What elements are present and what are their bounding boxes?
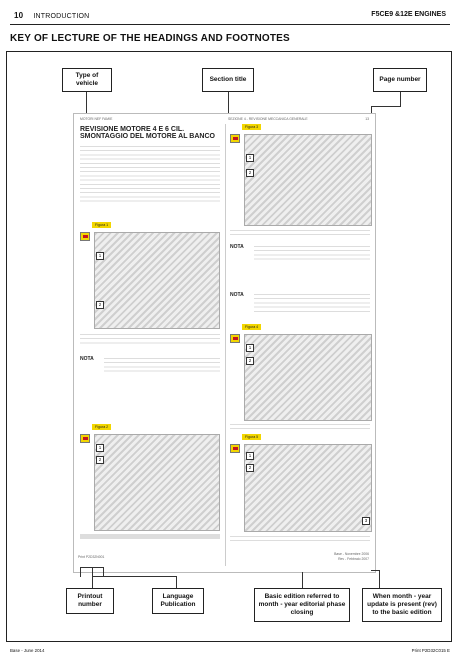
figure-1-tab: Figura 1 — [92, 222, 112, 228]
footer-left: Base - June 2014 — [10, 648, 45, 653]
engine-illustration — [244, 444, 372, 532]
page-title: KEY OF LECTURE OF THE HEADINGS AND FOOTN… — [10, 33, 290, 44]
label-3: 3 — [362, 517, 370, 525]
label-2: 2 — [246, 357, 254, 365]
leader-line — [371, 570, 380, 572]
figure-2-tab: Figura 2 — [92, 424, 112, 430]
leader-line — [371, 106, 401, 108]
leader-line — [400, 92, 402, 106]
nota-text — [104, 356, 220, 372]
label-1: 1 — [246, 154, 254, 162]
sample-vehicle: MOTORI NEF FAMIE — [80, 117, 113, 121]
leader-line — [103, 567, 105, 577]
sample-basic-edition: Base - Novembre 2006 — [334, 552, 369, 556]
nota-text — [254, 292, 370, 312]
caption-text — [230, 534, 370, 542]
figure-3-tab: Figura 3 — [242, 124, 262, 130]
sample-heading: REVISIONE MOTORE 4 E 6 CIL. SMONTAGGIO D… — [80, 126, 215, 141]
callout-language-publication: Language Publication — [152, 588, 204, 614]
leader-line — [80, 567, 82, 577]
header-section: INTRODUCTION — [33, 13, 90, 20]
leader-line — [86, 92, 88, 117]
footer-right: Print P2D32C015 E — [411, 648, 450, 653]
engine-illustration — [94, 232, 220, 329]
sample-page-number: 13 — [365, 117, 369, 121]
caption-text — [80, 332, 220, 344]
label-1: 1 — [246, 344, 254, 352]
diagram-frame — [6, 51, 452, 642]
caption-text — [80, 534, 220, 539]
label-1: 1 — [246, 452, 254, 460]
callout-section-title: Section title — [202, 68, 254, 92]
leader-line — [371, 106, 373, 117]
tool-icon — [80, 434, 90, 443]
callout-basic-edition: Basic edition referred to month - year e… — [254, 588, 350, 622]
label-2: 2 — [246, 169, 254, 177]
engine-illustration — [244, 134, 372, 226]
column-divider — [225, 124, 226, 566]
sample-revision: Rev - Febbraio 2007 — [338, 557, 369, 561]
label-2: 2 — [96, 456, 104, 464]
sample-printout: Print P2D32N001 — [78, 555, 105, 559]
nota-label: NOTA — [80, 356, 94, 362]
label-1: 1 — [96, 252, 104, 260]
tool-icon — [230, 334, 240, 343]
label-1: 1 — [96, 444, 104, 452]
caption-text — [230, 422, 370, 430]
leader-line — [228, 92, 230, 117]
sample-manual-page: MOTORI NEF FAMIE SEZIONE 4 - REVISIONE M… — [73, 113, 376, 573]
header-page-number: 10 — [14, 11, 24, 20]
callout-printout-number: Printout number — [66, 588, 114, 614]
nota-label: NOTA — [230, 244, 244, 250]
callout-page-number: Page number — [373, 68, 427, 92]
header-rule — [10, 24, 450, 25]
tool-icon — [230, 134, 240, 143]
nota-label: NOTA — [230, 292, 244, 298]
callout-revision-note: When month - year update is present (rev… — [362, 588, 442, 622]
nota-text — [254, 244, 370, 260]
leader-line — [92, 567, 94, 589]
figure-5-tab: Figura 5 — [242, 434, 262, 440]
tool-icon — [80, 232, 90, 241]
leader-line — [302, 572, 304, 589]
label-2: 2 — [96, 301, 104, 309]
tool-icon — [230, 444, 240, 453]
callout-type-of-vehicle: Type of vehicle — [62, 68, 112, 92]
header-left: 10 INTRODUCTION — [14, 11, 89, 20]
figure-4-tab: Figura 4 — [242, 324, 262, 330]
leader-line — [176, 576, 178, 589]
header-engine: F5CE9 &12E ENGINES — [371, 11, 446, 18]
body-text-block — [80, 144, 220, 204]
leader-line — [92, 576, 176, 578]
sample-section: SEZIONE 4 - REVISIONE MECCANICA GENERALE — [228, 117, 308, 121]
label-2: 2 — [246, 464, 254, 472]
engine-illustration — [94, 434, 220, 531]
crankshaft-illustration — [244, 334, 372, 421]
leader-line — [379, 570, 381, 588]
caption-text — [230, 228, 370, 236]
